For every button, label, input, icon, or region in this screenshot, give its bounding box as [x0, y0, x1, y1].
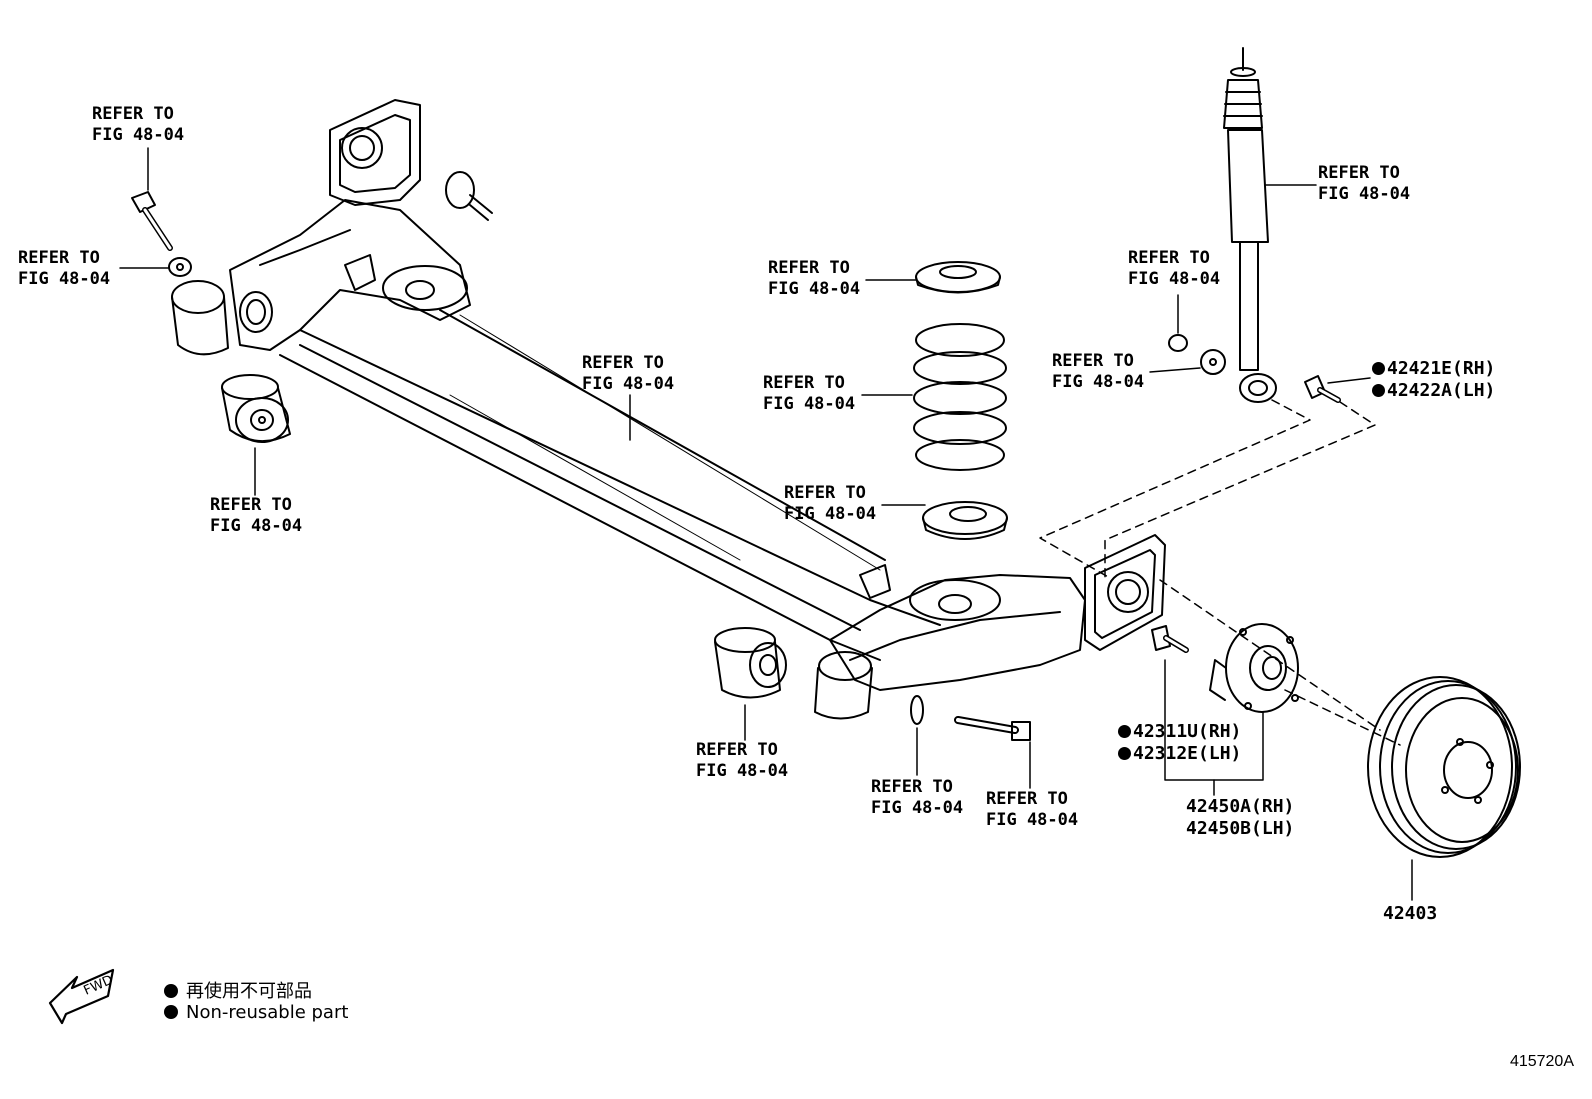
callout-left-bushing: REFER TO FIG 48-04 — [210, 495, 303, 536]
left-washer — [168, 257, 192, 277]
leader-lines — [119, 147, 1413, 901]
callout-shock-absorber: REFER TO FIG 48-04 — [1318, 163, 1411, 204]
callout-washer: REFER TO FIG 48-04 — [18, 248, 111, 289]
brake-drum — [1367, 676, 1521, 858]
shock-bolt — [1304, 375, 1341, 403]
callout-right-bolt: REFER TO FIG 48-04 — [986, 789, 1079, 830]
coil-spring — [913, 323, 1007, 471]
right-bolt — [954, 716, 1031, 741]
figure-id: 415720A — [1509, 1053, 1574, 1070]
part-number-hub-bolt: 42311U(RH) 42312E(LH) — [1118, 721, 1241, 765]
right-bushing — [714, 627, 787, 699]
left-bushing — [221, 374, 291, 443]
assembly-dashed-lines — [1039, 399, 1401, 746]
part-number-shock-bolt: 42421E(RH) 42422A(LH) — [1372, 358, 1495, 402]
callout-upper-seat: REFER TO FIG 48-04 — [768, 258, 861, 299]
left-bolt — [131, 191, 173, 251]
upper-spring-seat — [915, 261, 1001, 294]
shock-nut — [1168, 334, 1188, 352]
non-reusable-dot-icon — [1372, 384, 1385, 397]
non-reusable-dot-icon — [1372, 362, 1385, 375]
fwd-arrow-text: FWD — [82, 973, 116, 999]
legend-en: Non-reusable part — [164, 1002, 348, 1023]
callout-bolt: REFER TO FIG 48-04 — [92, 104, 185, 145]
callout-right-bushing: REFER TO FIG 48-04 — [696, 740, 789, 781]
shock-absorber — [1223, 47, 1277, 403]
callout-shock-washer: REFER TO FIG 48-04 — [1052, 351, 1145, 392]
callout-axle-beam: REFER TO FIG 48-04 — [582, 353, 675, 394]
right-washer — [910, 695, 924, 725]
legend-jp: 再使用不可部品 — [164, 977, 312, 1003]
callout-right-washer: REFER TO FIG 48-04 — [871, 777, 964, 818]
callout-shock-nut: REFER TO FIG 48-04 — [1128, 248, 1221, 289]
non-reusable-dot-icon — [164, 1005, 178, 1019]
hub-assembly — [1209, 623, 1299, 713]
non-reusable-dot-icon — [1118, 725, 1131, 738]
hub-bolt — [1151, 625, 1189, 653]
part-number-hub-assembly: 42450A(RH) 42450B(LH) — [1186, 796, 1295, 839]
non-reusable-dot-icon — [164, 984, 178, 998]
axle-beam — [171, 99, 1166, 720]
non-reusable-dot-icon — [1118, 747, 1131, 760]
callout-lower-seat: REFER TO FIG 48-04 — [784, 483, 877, 524]
part-number-brake-drum: 42403 — [1383, 903, 1438, 924]
shock-washer — [1200, 349, 1226, 375]
fwd-arrow-icon — [48, 968, 115, 1025]
callout-coil-spring: REFER TO FIG 48-04 — [763, 373, 856, 414]
lower-spring-seat — [922, 501, 1008, 540]
